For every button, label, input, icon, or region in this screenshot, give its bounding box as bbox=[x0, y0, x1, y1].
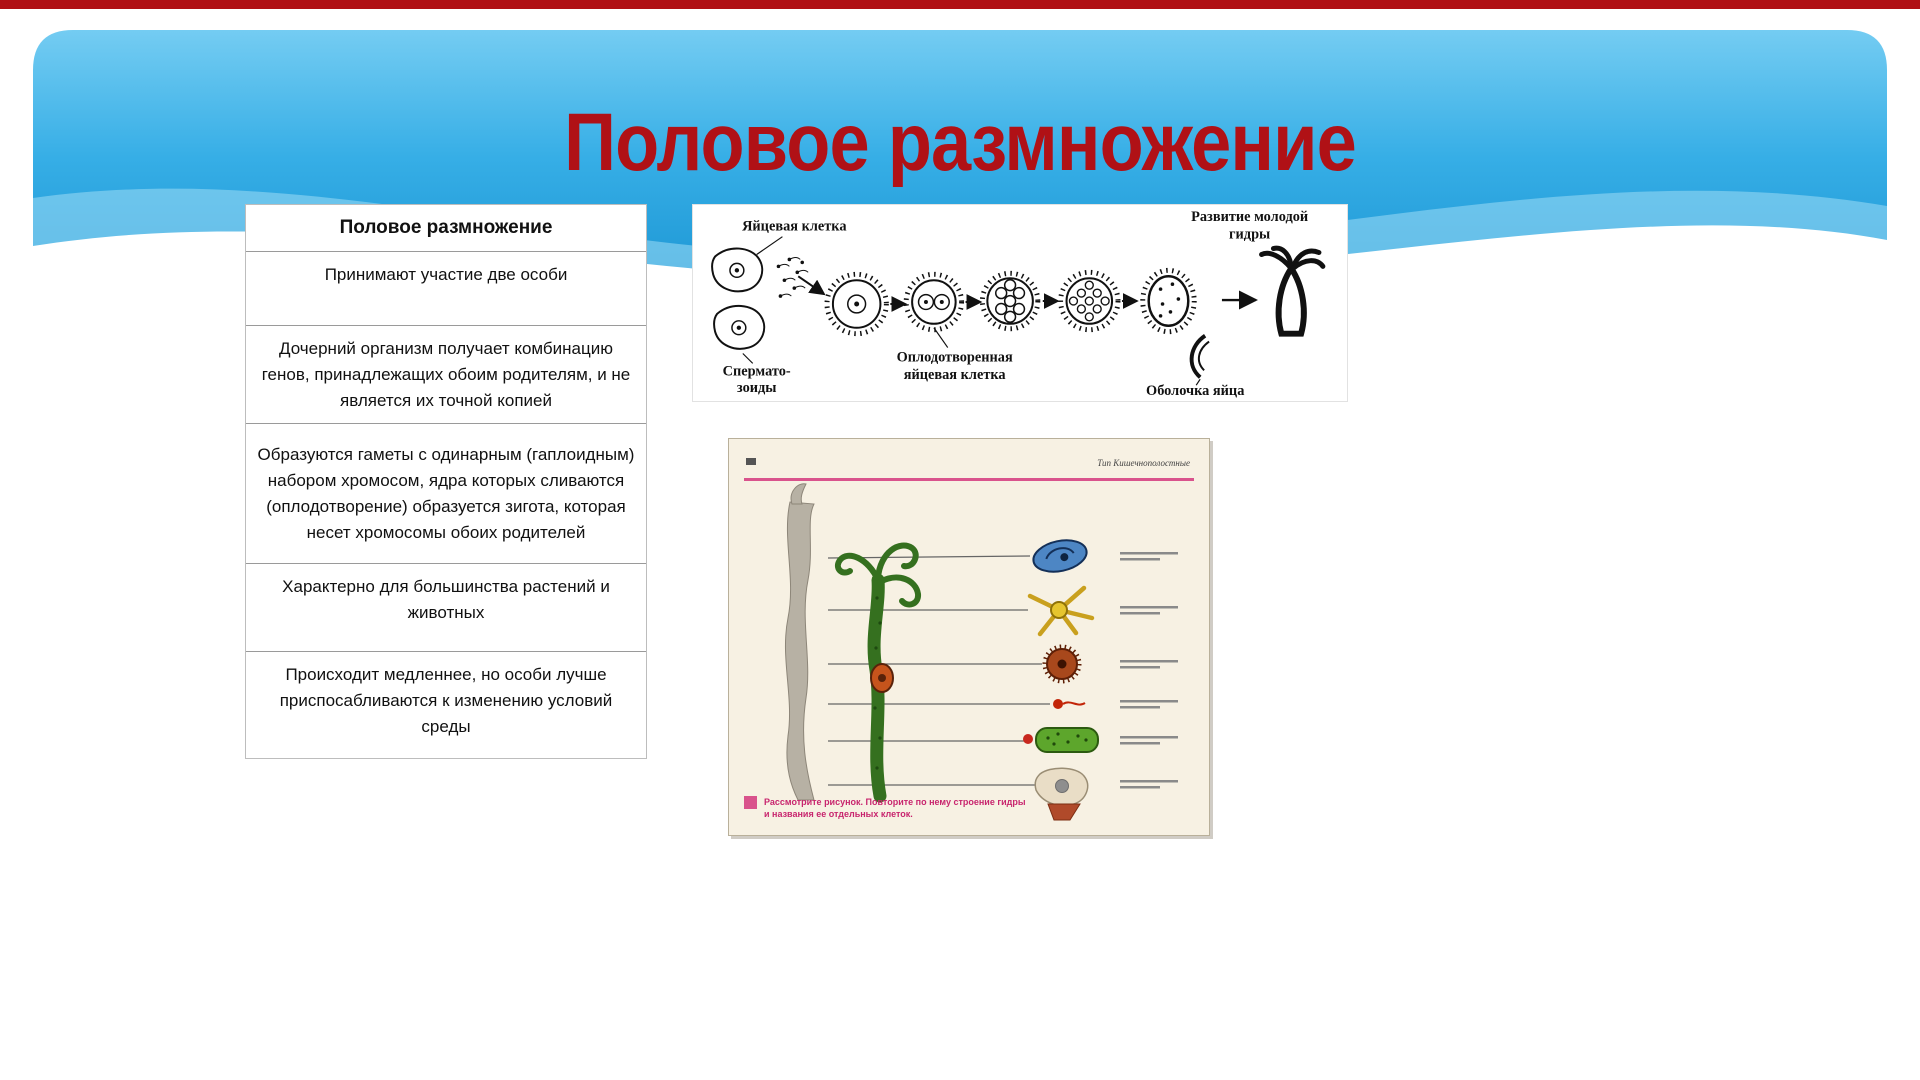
table-row: Характерно для большинства растений и жи… bbox=[246, 564, 646, 653]
page-corner-mark bbox=[746, 458, 756, 465]
skin-cell-drawing bbox=[1034, 767, 1089, 821]
hydra-cycle-figure: Яйцевая клетка Развитие молодой гидры Сп… bbox=[692, 204, 1348, 402]
cell-leader-lines bbox=[827, 555, 1050, 786]
stalk-drawing bbox=[784, 483, 815, 801]
cell-label-stubs bbox=[1120, 552, 1178, 789]
epithelial-muscle-cell-drawing bbox=[1023, 727, 1099, 753]
textbook-page-drawing: Тип Кишечнополостные bbox=[728, 438, 1210, 836]
table-header: Половое размножение bbox=[246, 205, 646, 252]
pointer-lines bbox=[742, 236, 1201, 386]
sperm-label-line2: зоиды bbox=[737, 380, 777, 396]
textbook-figure: Тип Кишечнополостные bbox=[728, 438, 1210, 836]
blastula-stage bbox=[1058, 269, 1121, 333]
bud-nucleus bbox=[878, 674, 886, 682]
caption-line1: Рассмотрите рисунок. Повторите по нему с… bbox=[764, 797, 1026, 807]
sperm-cell-drawing bbox=[1053, 699, 1086, 709]
hydra-illustration bbox=[834, 542, 921, 803]
table-row: Дочерний организм получает комбинацию ге… bbox=[246, 326, 646, 425]
slide-title: Половое размножение bbox=[564, 97, 1357, 188]
hydra-cycle-drawing: Яйцевая клетка Развитие молодой гидры Сп… bbox=[711, 209, 1326, 399]
task-number-badge bbox=[744, 796, 757, 809]
stinging-cell-drawing bbox=[1032, 539, 1088, 573]
caption-line2: и названия ее отдельных клеток. bbox=[764, 809, 913, 819]
table-row: Принимают участие две особи bbox=[246, 252, 646, 326]
chapter-rule bbox=[744, 478, 1194, 481]
sperm-cells-drawing bbox=[776, 256, 826, 298]
table-row: Происходит медленнее, но особи лучше при… bbox=[279, 665, 613, 737]
egg-cell-label: Яйцевая клетка bbox=[742, 219, 846, 235]
egg-tissue-drawing bbox=[711, 247, 766, 350]
fertilized-label-line2: яйцевая клетка bbox=[904, 367, 1006, 383]
summary-table: Половое размножение Принимают участие дв… bbox=[245, 204, 647, 760]
morula-stage bbox=[979, 270, 1041, 332]
nerve-cell-drawing bbox=[1027, 585, 1095, 637]
fertilized-label-line1: Оплодотворенная bbox=[897, 349, 1013, 365]
egg-shell-label: Оболочка яйца bbox=[1146, 383, 1244, 399]
table-row: Образуются гаметы с одинарным (гаплоидны… bbox=[246, 424, 646, 565]
fertilized-egg-stage bbox=[903, 271, 965, 333]
development-label-line2: гидры bbox=[1229, 227, 1270, 243]
development-label-line1: Развитие молодой bbox=[1191, 209, 1308, 225]
glandular-cell-drawing bbox=[1042, 644, 1082, 684]
embryo-in-shell-stage bbox=[1140, 267, 1197, 335]
sperm-label-line1: Спермато- bbox=[723, 363, 791, 379]
top-accent-bar bbox=[0, 0, 1920, 9]
egg-shell-drawing bbox=[1189, 334, 1210, 379]
textbook-chapter-header: Тип Кишечнополостные bbox=[1097, 458, 1190, 468]
young-hydra-drawing bbox=[1259, 245, 1326, 337]
egg-cell-stage bbox=[824, 271, 889, 337]
